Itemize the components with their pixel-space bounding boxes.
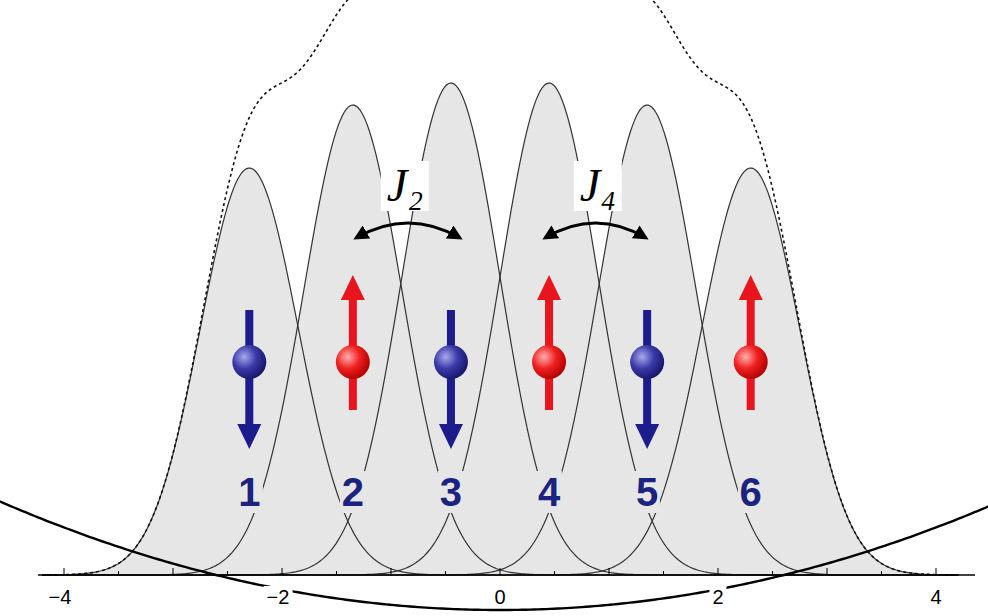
axis-tick: [936, 568, 937, 575]
axis-tick: [118, 571, 119, 575]
tick-label: 4: [927, 586, 944, 608]
site-number: 5: [634, 471, 660, 513]
spin-symbol: [532, 275, 566, 410]
density-envelope: [42, 0, 958, 575]
wavefunction-curve: [42, 105, 958, 575]
axis-tick: [336, 571, 337, 575]
wavefunction-fill: [42, 83, 958, 575]
axis-tick: [64, 568, 65, 575]
axis-tick: [663, 571, 664, 575]
tick-label: 0: [491, 586, 508, 608]
spin-symbol: [734, 275, 768, 410]
tick-label: 2: [709, 586, 726, 608]
axis-tick: [500, 568, 501, 575]
spin-symbol: [232, 310, 266, 449]
axis-tick: [445, 571, 446, 575]
wavefunction-curve: [42, 83, 958, 575]
axis-tick: [554, 571, 555, 575]
wavefunction-curve: [42, 168, 958, 575]
wavefunction-curve: [42, 83, 958, 575]
tick-label: −4: [46, 586, 75, 608]
spin-symbol: [434, 310, 468, 449]
site-number: 2: [340, 471, 366, 513]
wavefunction-fill: [42, 83, 958, 575]
axis-tick: [827, 568, 828, 575]
coupling-arrow: [356, 223, 460, 238]
wavefunction-curve: [42, 168, 958, 575]
axis-tick: [718, 568, 719, 575]
wavefunction-fill: [42, 105, 958, 575]
axis-tick: [282, 568, 283, 575]
x-axis: [38, 574, 975, 576]
axis-tick: [173, 568, 174, 575]
axis-tick: [227, 571, 228, 575]
spin-symbol: [630, 310, 664, 449]
coupling-arrow: [545, 223, 646, 238]
axis-tick: [609, 568, 610, 575]
axis-tick: [881, 571, 882, 575]
site-number: 3: [438, 471, 464, 513]
axis-tick: [772, 571, 773, 575]
coupling-label: J₂: [381, 161, 429, 211]
trap-potential: [0, 497, 988, 610]
spin-symbol: [336, 275, 370, 410]
site-number: 1: [236, 471, 262, 513]
site-number: 6: [738, 471, 764, 513]
site-number: 4: [536, 471, 562, 513]
tick-label: −2: [264, 586, 293, 608]
coupling-label: J₄: [574, 161, 622, 211]
axis-tick: [391, 568, 392, 575]
wavefunction-fill: [42, 168, 958, 575]
wavefunction-curve: [42, 105, 958, 575]
